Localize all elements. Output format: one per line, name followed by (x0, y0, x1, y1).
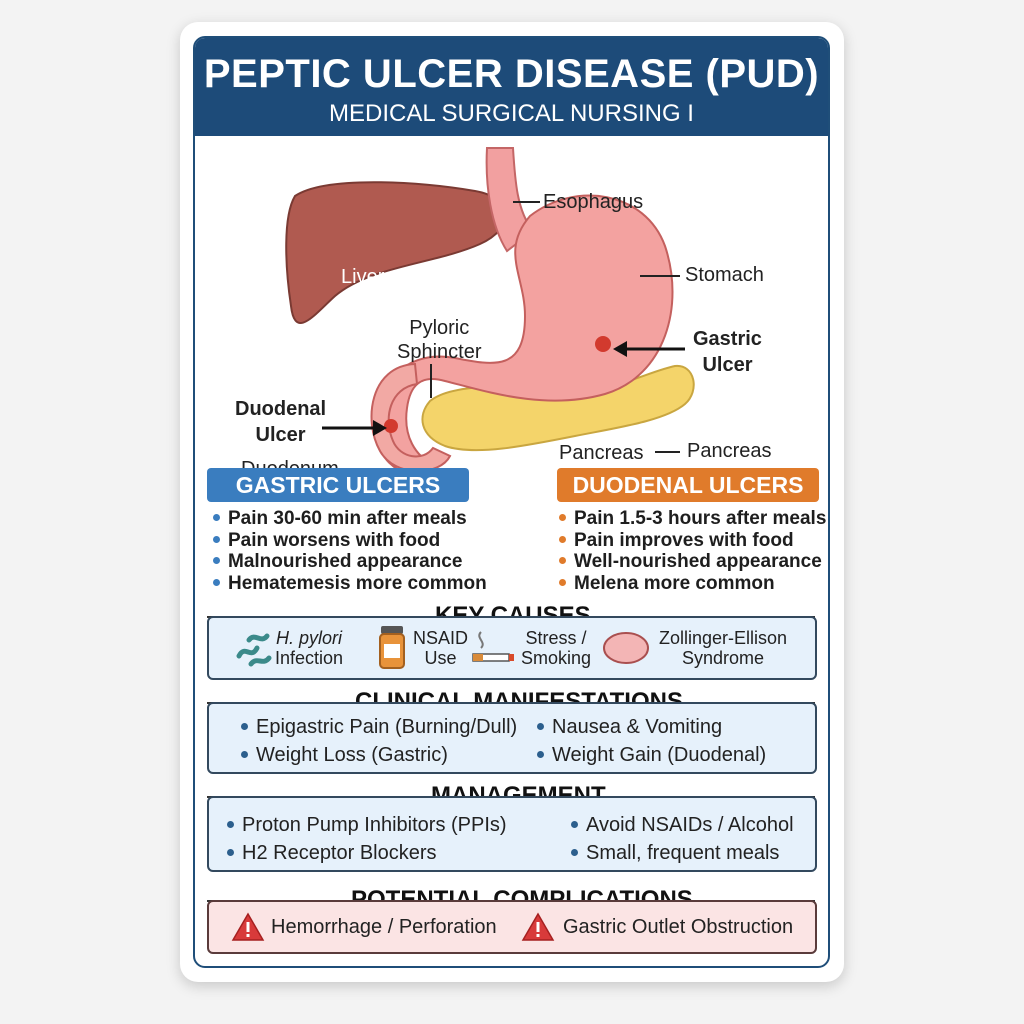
stomach-shape (374, 194, 674, 476)
cause-stress-smoking: Stress / Smoking (521, 628, 592, 668)
label-pancreas-outer: Pancreas (687, 440, 772, 462)
gastric-ulcers-header: GASTRIC ULCERS (207, 468, 469, 502)
complication-hemorrhage: Hemorrhage / Perforation (271, 916, 497, 938)
management-item: Avoid NSAIDs / Alcohol (571, 814, 794, 837)
tumor-icon (603, 632, 649, 664)
management-item: Proton Pump Inhibitors (PPIs) (227, 814, 507, 837)
liver-shape (285, 181, 507, 324)
key-causes-box: H. pylori Infection NSAID Use Stress / S… (207, 616, 817, 680)
cause-zollinger-ellison: Zollinger-Ellison Syndrome (659, 628, 788, 668)
list-item: Hematemesis more common (213, 573, 487, 595)
page-subtitle: MEDICAL SURGICAL NURSING I (329, 100, 694, 127)
list-item: Pain 1.5-3 hours after meals (559, 508, 826, 530)
management-item: Small, frequent meals (571, 842, 779, 865)
manifestation-item: Nausea & Vomiting (537, 716, 722, 739)
cause-nsaid: NSAID Use (413, 628, 469, 668)
list-item: Pain worsens with food (213, 530, 487, 552)
warning-icon (231, 912, 265, 941)
duodenum-shape (370, 362, 452, 473)
complications-box: Hemorrhage / Perforation Gastric Outlet … (207, 900, 817, 954)
bacteria-icon (236, 633, 272, 667)
complication-outlet-obstruction: Gastric Outlet Obstruction (563, 916, 794, 938)
duodenal-ulcers-header: DUODENAL ULCERS (557, 468, 819, 502)
label-pyloric-sphincter: Pyloric Sphincter (397, 317, 482, 363)
anatomy-illustration (285, 147, 695, 476)
manifestation-item: Weight Loss (Gastric) (241, 744, 448, 767)
list-item: Pain 30-60 min after meals (213, 508, 487, 530)
label-gastric-ulcer: Gastric Ulcer (693, 328, 762, 376)
header-banner: PEPTIC ULCER DISEASE (PUD) MEDICAL SURGI… (195, 38, 828, 136)
manifestation-item: Weight Gain (Duodenal) (537, 744, 766, 767)
anatomy-diagram: Esophagus Stomach Liver Pyloric Sphincte… (195, 136, 828, 486)
label-duodenal-ulcer: Duodenal Ulcer (235, 398, 327, 446)
list-item: Melena more common (559, 573, 826, 595)
management-box: Proton Pump Inhibitors (PPIs) Avoid NSAI… (207, 796, 817, 872)
cigarette-icon (472, 631, 514, 662)
duodenal-ulcer-mark (384, 419, 398, 433)
list-item: Malnourished appearance (213, 551, 487, 573)
label-liver: Liver (341, 266, 385, 288)
label-pancreas-inner: Pancreas (559, 442, 644, 464)
clinical-manifestations-box: Epigastric Pain (Burning/Dull) Nausea & … (207, 702, 817, 774)
label-stomach: Stomach (685, 264, 764, 286)
pill-bottle-icon (379, 626, 405, 669)
page-title: PEPTIC ULCER DISEASE (PUD) (203, 52, 820, 96)
management-item: H2 Receptor Blockers (227, 842, 437, 865)
poster-frame: PEPTIC ULCER DISEASE (PUD) MEDICAL SURGI… (193, 36, 830, 968)
gastric-ulcer-mark (595, 336, 611, 352)
list-item: Pain improves with food (559, 530, 826, 552)
list-item: Well-nourished appearance (559, 551, 826, 573)
label-esophagus: Esophagus (543, 191, 644, 213)
manifestation-item: Epigastric Pain (Burning/Dull) (241, 716, 517, 739)
warning-icon (521, 912, 555, 941)
cause-h-pylori: H. pylori Infection (275, 628, 344, 668)
